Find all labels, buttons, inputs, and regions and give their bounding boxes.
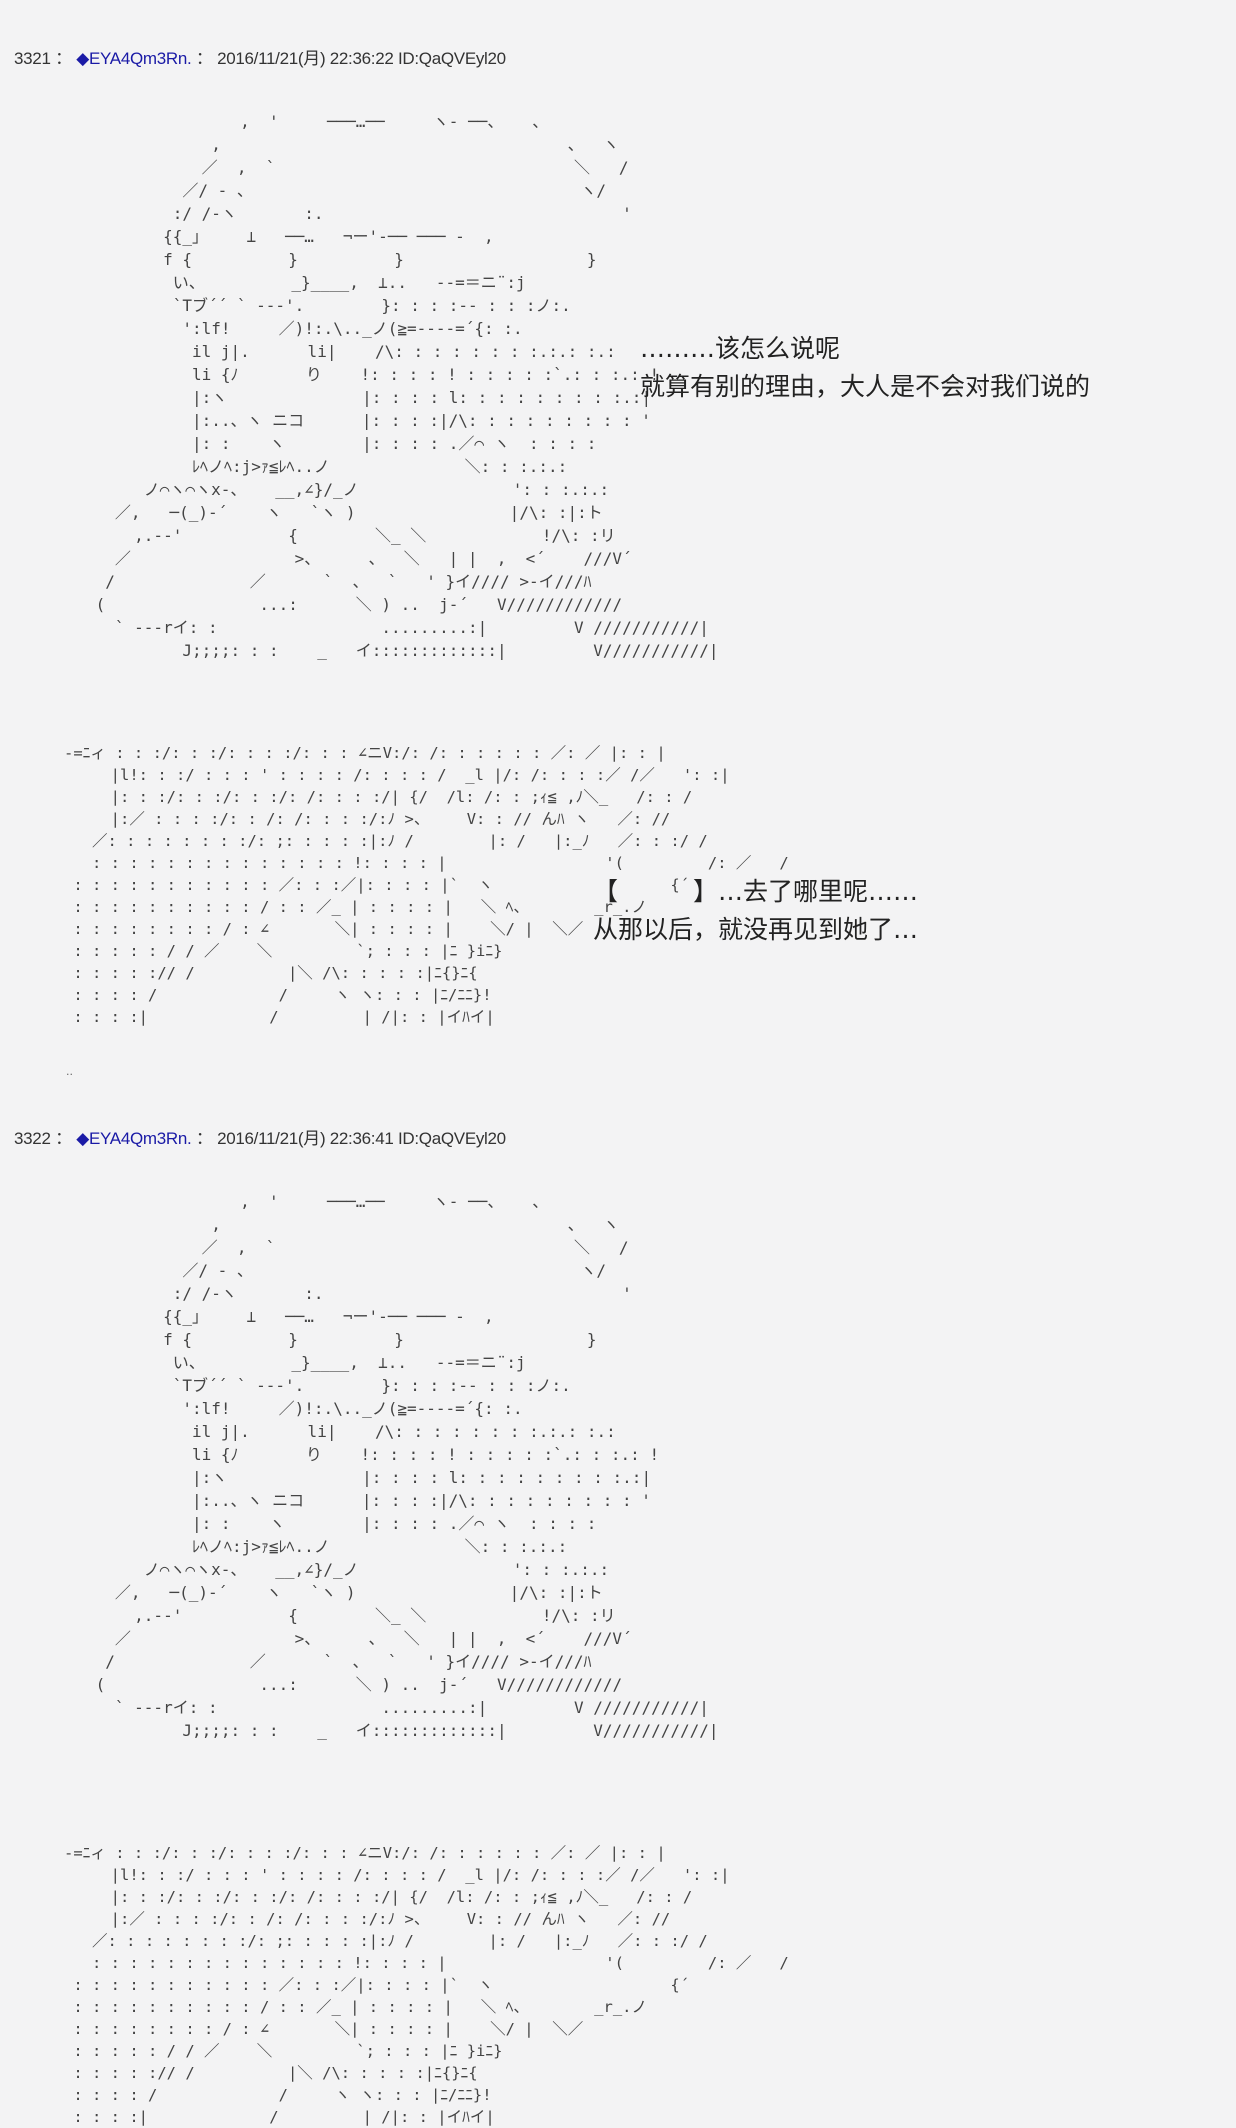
- dialog-lower: 【 】…去了哪里呢…… 从那以后，就没再见到她了…: [593, 873, 918, 949]
- poster-name[interactable]: ◆EYA4Qm3Rn.: [76, 49, 192, 68]
- dialog-upper: ………该怎么说呢 就算有别的理由，大人是不会对我们说的: [640, 330, 1090, 406]
- post-header: 3322 ： ◆EYA4Qm3Rn. ： 2016/11/21(月) 22:36…: [14, 1124, 506, 1149]
- post-number[interactable]: 3321: [14, 49, 51, 68]
- post-separator-2: ：: [195, 49, 213, 68]
- post-separator-2: ：: [195, 1129, 213, 1148]
- ascii-art-figure: , ' ───…── ヽ- ──、 、 , 、 ヽ ／ , ` ＼ / ／/ ‐…: [95, 1192, 719, 1740]
- poster-id: ID:QaQVEyl20: [397, 1129, 506, 1148]
- post-3322: 3322 ： ◆EYA4Qm3Rn. ： 2016/11/21(月) 22:36…: [0, 1080, 1236, 2126]
- poster-name[interactable]: ◆EYA4Qm3Rn.: [76, 1129, 192, 1148]
- post-datetime: 2016/11/21(月) 22:36:22: [217, 49, 394, 68]
- ascii-art-girl: ‐=ﾆィ : : :/: : :/: : : :/: : : ∠ニV:/: /:…: [64, 744, 789, 1026]
- post-number[interactable]: 3322: [14, 1129, 51, 1148]
- dialog-line: ………该怎么说呢: [640, 334, 841, 363]
- post-separator: ：: [55, 1129, 72, 1148]
- ascii-art-girl: ‐=ﾆィ : : :/: : :/: : : :/: : : ∠ニV:/: /:…: [64, 1844, 789, 2126]
- ascii-art-figure: , ' ───…── ヽ- ──、 、 , 、 ヽ ／ , ` ＼ / ／/ ‐…: [95, 112, 719, 660]
- dialog-line: 从那以后，就没再见到她了…: [593, 915, 919, 944]
- tail-mark: ..: [66, 1065, 73, 1078]
- post-datetime: 2016/11/21(月) 22:36:41: [217, 1129, 394, 1148]
- post-separator: ：: [55, 49, 72, 68]
- dialog-line: 就算有别的理由，大人是不会对我们说的: [640, 372, 1091, 401]
- post-3321: 3321 ： ◆EYA4Qm3Rn. ： 2016/11/21(月) 22:36…: [14, 44, 1090, 1078]
- dialog-line: 【 】…去了哪里呢……: [593, 877, 919, 906]
- poster-id: ID:QaQVEyl20: [397, 49, 506, 68]
- post-header: 3321 ： ◆EYA4Qm3Rn. ： 2016/11/21(月) 22:36…: [14, 44, 506, 69]
